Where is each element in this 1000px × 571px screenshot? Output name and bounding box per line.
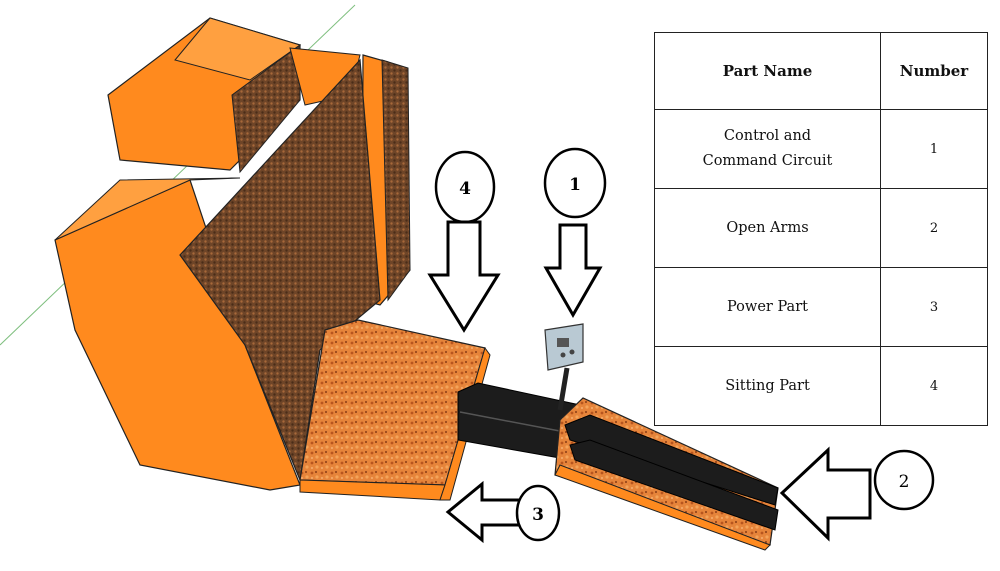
callout-2-label: 2 [899, 472, 910, 492]
table-row: Power Part 3 [654, 267, 988, 347]
callout-1-label: 1 [569, 175, 581, 195]
part-name-cell: Sitting Part [654, 346, 881, 426]
table-header-row: Part Name Number [654, 32, 988, 110]
header-part-name: Part Name [654, 32, 881, 110]
part-name-cell: Control and Command Circuit [654, 109, 881, 189]
callout-2-circle [873, 449, 935, 511]
callout-3-arrow [445, 480, 527, 544]
part-name-line: Sitting Part [725, 377, 810, 394]
open-arms [554, 397, 779, 551]
part-name-line: Control and [723, 128, 812, 144]
table-row: Sitting Part 4 [654, 346, 988, 426]
callout-2-arrow [779, 446, 872, 542]
part-number-cell: 3 [880, 267, 988, 347]
header-number: Number [880, 32, 988, 110]
part-name-line: Command Circuit [702, 153, 833, 169]
callout-4-label: 4 [459, 179, 471, 199]
part-name-line: Open Arms [726, 219, 809, 236]
callout-4-arrow [427, 220, 501, 333]
part-number-cell: 1 [880, 109, 988, 189]
part-number-cell: 4 [880, 346, 988, 426]
parts-table: Part Name Number Control and Command Cir… [654, 32, 988, 426]
table-row: Control and Command Circuit 1 [654, 109, 988, 189]
part-name-line: Power Part [727, 298, 808, 315]
part-name-cell: Power Part [654, 267, 881, 347]
part-number-cell: 2 [880, 188, 988, 268]
callout-3-label: 3 [532, 505, 544, 525]
callout-3: 3 [445, 480, 561, 544]
part-name-cell: Open Arms [654, 188, 881, 268]
control-box [544, 323, 584, 411]
callout-1-arrow [543, 223, 603, 319]
table-row: Open Arms 2 [654, 188, 988, 268]
callout-2: 2 [779, 446, 935, 542]
callout-4: 4 [427, 150, 501, 333]
callout-1-circle [543, 147, 607, 219]
callout-3-circle [515, 484, 561, 542]
backrest-block [54, 17, 411, 491]
callout-1: 1 [543, 147, 607, 319]
